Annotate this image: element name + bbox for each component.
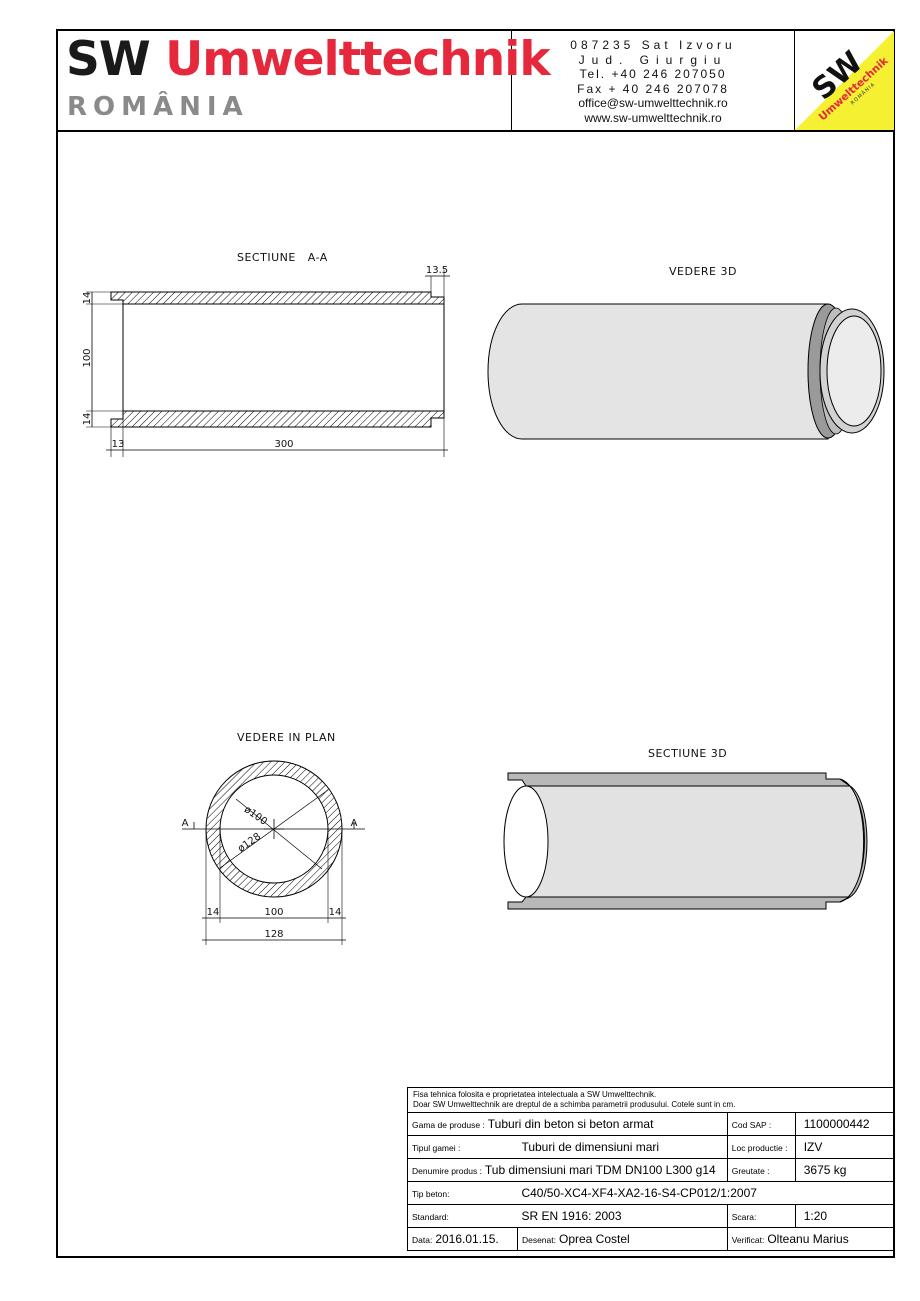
dim-inner-width: 100	[264, 907, 283, 918]
company-logo: SW Umwelttechnik ROMÂNIA	[795, 31, 894, 130]
date-label: Data:	[412, 1235, 433, 1245]
header-separator-right	[794, 29, 795, 131]
drawn-by-value: Oprea Costel	[558, 1232, 630, 1246]
contact-block: 087235 Sat Izvoru Jud. Giurgiu Tel. +40 …	[512, 38, 794, 125]
section-3d-title: SECTIUNE 3D	[648, 747, 728, 760]
weight-value: 3675 kg	[794, 1158, 896, 1182]
dim-inner-height: 100	[82, 348, 93, 367]
section-aa-drawing: 14 100 14 13.5 13 300	[82, 265, 450, 457]
sap-code-value: 1100000442	[794, 1112, 896, 1136]
production-site-value: IZV	[794, 1135, 896, 1159]
concrete-type-label: Tip beton:	[412, 1189, 450, 1199]
weight-label: Greutate :	[731, 1166, 770, 1176]
dim-wall-bottom: 14	[82, 413, 93, 426]
plan-view-title: VEDERE IN PLAN	[237, 731, 336, 744]
dim-socket-depth: 13.5	[426, 265, 448, 276]
date-cell: Data:2016.01.15.	[407, 1227, 518, 1251]
product-range-value: Tuburi din beton si beton armat	[487, 1117, 654, 1131]
view-3d-drawing	[487, 303, 885, 440]
range-type-label-cell: Tipul gamei :	[407, 1135, 518, 1159]
email-link[interactable]: office@sw-umwelttechnik.ro	[578, 96, 728, 110]
header-divider	[56, 130, 895, 132]
checked-by-value: Olteanu Marius	[767, 1232, 849, 1246]
standard-label: Standard:	[412, 1212, 449, 1222]
title-block-note: Fisa tehnica folosita e proprietatea int…	[407, 1087, 895, 1113]
production-site-label-cell: Loc productie :	[726, 1135, 796, 1159]
dim-spigot: 13	[112, 439, 125, 450]
dim-wall-top: 14	[82, 292, 93, 305]
fax-number: Fax + 40 246 207078	[577, 81, 729, 96]
view-3d-title: VEDERE 3D	[669, 265, 737, 278]
phone-number: Tel. +40 246 207050	[579, 67, 727, 81]
product-range-cell: Gama de produse :Tuburi din beton si bet…	[407, 1112, 728, 1136]
range-type-value: Tuburi de dimensiuni mari	[517, 1135, 728, 1159]
section-marker-a-left: A	[182, 818, 189, 829]
standard-value: SR EN 1916: 2003	[517, 1204, 728, 1228]
checked-by-cell: Verificat:Olteanu Marius	[726, 1227, 896, 1251]
scale-value: 1:20	[794, 1204, 896, 1228]
scale-label: Scara:	[731, 1212, 757, 1222]
sap-code-label: Cod SAP :	[731, 1120, 772, 1130]
dim-length: 300	[274, 439, 293, 450]
drawn-by-cell: Desenat:Oprea Costel	[516, 1227, 728, 1251]
sheet-frame	[56, 29, 895, 1258]
weight-label-cell: Greutate :	[726, 1158, 796, 1182]
date-value: 2016.01.15.	[435, 1232, 499, 1246]
dim-outer-width: 128	[264, 929, 283, 940]
header-separator-left	[511, 29, 512, 131]
address-line1: 087235 Sat Izvoru	[570, 38, 736, 52]
plan-view-drawing: A A ø100 ø128 14 100 14 128	[182, 760, 365, 945]
brand-sw: SW	[66, 32, 151, 87]
dim-wall-left: 14	[207, 907, 220, 918]
note-line1: Fisa tehnica folosita e proprietatea int…	[413, 1090, 657, 1099]
standard-label-cell: Standard:	[407, 1204, 518, 1228]
concrete-type-label-cell: Tip beton:	[407, 1181, 518, 1205]
dim-wall-right: 14	[329, 907, 342, 918]
section-3d-drawing	[503, 772, 868, 910]
production-site-label: Loc productie :	[731, 1143, 788, 1153]
section-marker-a-right: A	[351, 818, 358, 829]
concrete-type-value: C40/50-XC4-XF4-XA2-16-S4-CP012/1:2007	[517, 1181, 896, 1205]
product-range-label: Gama de produse :	[412, 1120, 485, 1130]
title-block: Fisa tehnica folosita e proprietatea int…	[407, 1087, 896, 1251]
note-line2: Doar SW Umwelttechnik are dreptul de a s…	[413, 1100, 736, 1109]
brand-country: ROMÂNIA	[67, 92, 249, 122]
website-link[interactable]: www.sw-umwelttechnik.ro	[584, 110, 722, 125]
address-line2: Jud. Giurgiu	[578, 52, 728, 67]
product-name-cell: Denumire produs :Tub dimensiuni mari TDM…	[407, 1158, 728, 1182]
scale-label-cell: Scara:	[726, 1204, 796, 1228]
product-name-label: Denumire produs :	[412, 1166, 482, 1176]
drawn-by-label: Desenat:	[521, 1235, 556, 1245]
section-aa-title: SECTIUNE A-A	[237, 251, 328, 264]
product-name-value: Tub dimensiuni mari TDM DN100 L300 g14	[484, 1163, 716, 1177]
company-name: SW Umwelttechnik	[66, 32, 551, 88]
sap-code-label-cell: Cod SAP :	[726, 1112, 796, 1136]
range-type-label: Tipul gamei :	[412, 1143, 461, 1153]
checked-by-label: Verificat:	[731, 1235, 765, 1245]
brand-umwelttechnik: Umwelttechnik	[165, 32, 551, 87]
